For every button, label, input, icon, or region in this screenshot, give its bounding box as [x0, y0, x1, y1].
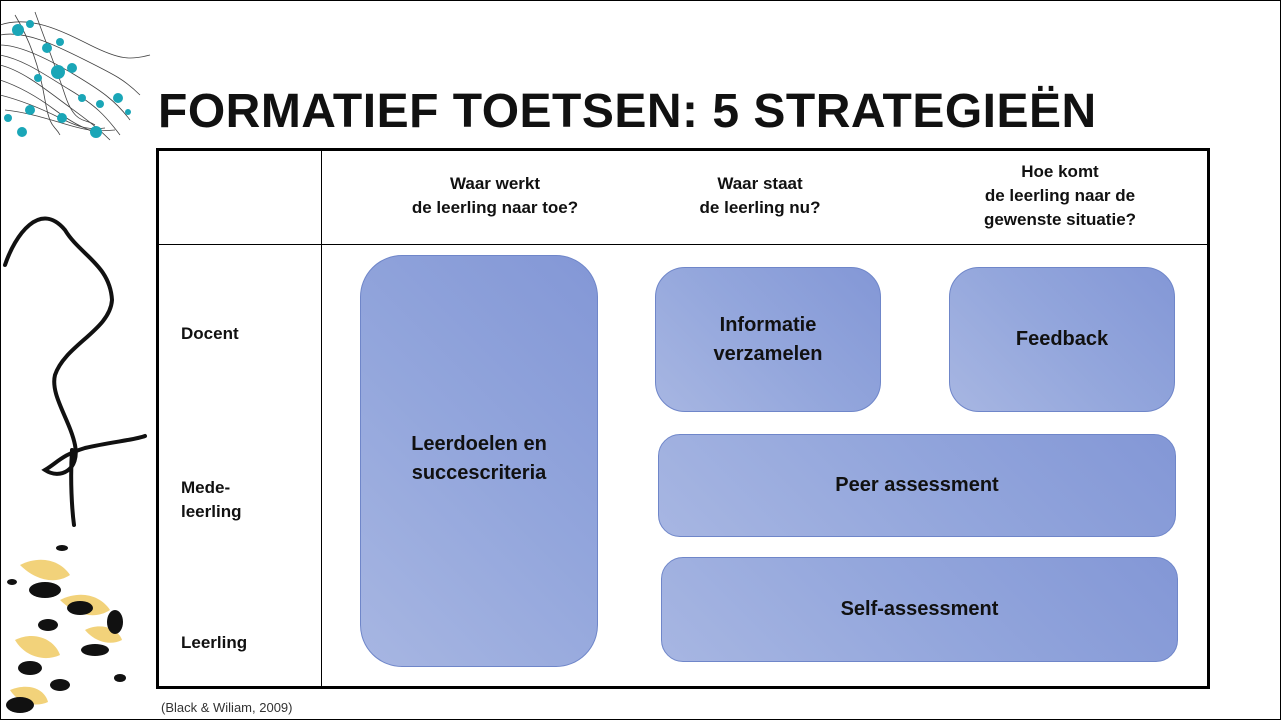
strategy-label: Feedback [1015, 328, 1109, 350]
decorative-brush-stroke [3, 216, 147, 527]
row-label-medeleerling: Mede- leerling [181, 476, 241, 524]
strategy-label: Informatie [719, 313, 817, 336]
citation: (Black & Wiliam, 2009) [161, 700, 293, 715]
column-header-goals: Waar werkt de leerling naar toe? [375, 172, 615, 220]
column-header-line: de leerling nu? [699, 198, 821, 217]
strategy-label: Peer assessment [835, 474, 999, 496]
column-header-line: Waar staat [717, 174, 803, 193]
strategy-box-learning-goals: Leerdoelen en succescriteria [360, 255, 598, 667]
strategy-box-self-assessment: Self-assessment [661, 557, 1178, 662]
column-header-line: de leerling naar toe? [411, 198, 579, 217]
column-header-current: Waar staat de leerling nu? [660, 172, 860, 220]
column-header-line: Waar werkt [449, 174, 541, 193]
row-label-line: Mede- [181, 478, 231, 497]
row-label-line: Leerling [181, 633, 248, 652]
slide-title: FORMATIEF TOETSEN: 5 STRATEGIEËN [158, 85, 1097, 138]
column-header-line: de leerling naar de [984, 186, 1136, 205]
column-divider [321, 151, 322, 686]
decorative-yellow-black-swirl [6, 545, 126, 713]
row-label-line: Docent [181, 324, 239, 343]
strategy-label: succescriteria [411, 462, 547, 484]
row-label-docent: Docent [181, 322, 239, 346]
strategy-box-feedback: Feedback [949, 267, 1175, 412]
strategy-box-peer-assessment: Peer assessment [658, 434, 1176, 537]
decorative-artwork [0, 11, 151, 713]
row-label-leerling: Leerling [181, 631, 247, 655]
decorative-teal-dots [4, 20, 131, 138]
strategy-label: verzamelen [713, 342, 823, 365]
strategy-label: Self-assessment [840, 598, 999, 620]
strategy-label: Leerdoelen en [411, 433, 547, 455]
strategy-matrix [156, 148, 1210, 689]
column-header-line: gewenste situatie? [983, 210, 1137, 229]
column-header-line: Hoe komt [1021, 162, 1099, 181]
row-label-line: leerling [181, 502, 242, 521]
strategy-box-information-gathering: Informatie verzamelen [655, 267, 881, 412]
header-divider [159, 244, 1207, 245]
column-header-path: Hoe komt de leerling naar de gewenste si… [940, 160, 1180, 232]
